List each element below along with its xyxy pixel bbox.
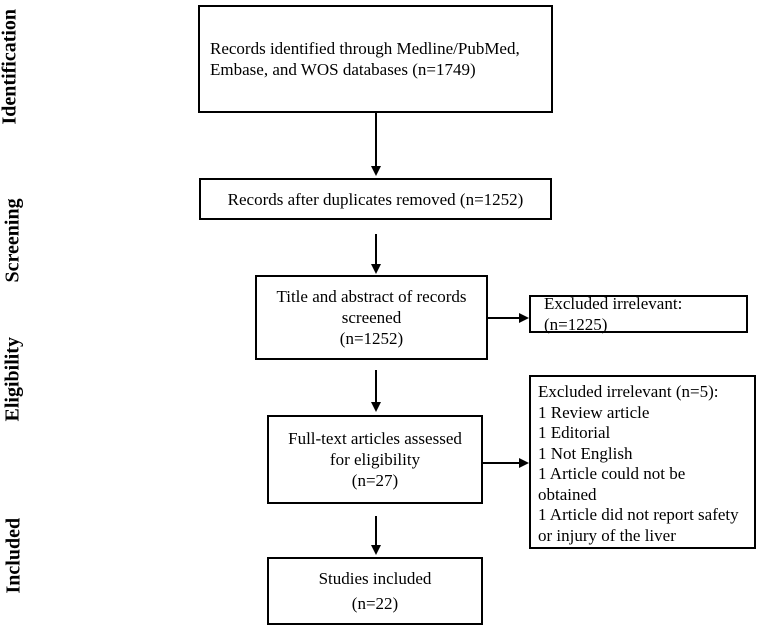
full-text-line-3: (n=27) bbox=[351, 471, 399, 490]
excluded-2-line-1: Excluded irrelevant (n=5): bbox=[538, 382, 719, 401]
title-abstract-box: Title and abstract of records screened (… bbox=[255, 275, 488, 360]
full-text-line-1: Full-text articles assessed bbox=[288, 429, 462, 448]
studies-included-box: Studies included (n=22) bbox=[267, 557, 483, 625]
duplicates-removed-text: Records after duplicates removed (n=1252… bbox=[227, 189, 524, 209]
records-identified-line-2: Embase, and WOS databases (n=1749) bbox=[210, 60, 476, 79]
duplicates-removed-box: Records after duplicates removed (n=1252… bbox=[199, 178, 552, 220]
excluded-2-line-2: 1 Review article bbox=[538, 402, 650, 422]
title-abstract-line-3: (n=1252) bbox=[339, 329, 404, 348]
full-text-box: Full-text articles assessed for eligibil… bbox=[267, 415, 483, 504]
excluded-irrelevant-1-text: Excluded irrelevant: (n=1225) bbox=[544, 294, 683, 334]
records-identified-line-1: Records identified through Medline/PubMe… bbox=[210, 39, 520, 58]
studies-included-line-1: Studies included bbox=[318, 569, 432, 588]
full-text-line-2: for eligibility bbox=[329, 450, 421, 469]
title-abstract-line-1: Title and abstract of records bbox=[276, 287, 467, 306]
excluded-2-line-3: 1 Editorial bbox=[538, 423, 611, 442]
excluded-2-line-8: or injury of the liver bbox=[538, 525, 676, 545]
excluded-irrelevant-2-box: Excluded irrelevant (n=5): 1 Review arti… bbox=[529, 375, 756, 549]
excluded-2-line-5: 1 Article could not be bbox=[538, 464, 686, 483]
records-identified-box: Records identified through Medline/PubMe… bbox=[198, 5, 553, 113]
excluded-2-line-6: obtained bbox=[538, 484, 597, 504]
studies-included-line-2: (n=22) bbox=[351, 594, 399, 613]
title-abstract-line-2: screened bbox=[341, 308, 402, 327]
excluded-irrelevant-1-box: Excluded irrelevant: (n=1225) bbox=[529, 294, 748, 334]
excluded-2-line-4: 1 Not English bbox=[538, 443, 633, 463]
excluded-2-line-7: 1 Article did not report safety bbox=[538, 505, 739, 524]
